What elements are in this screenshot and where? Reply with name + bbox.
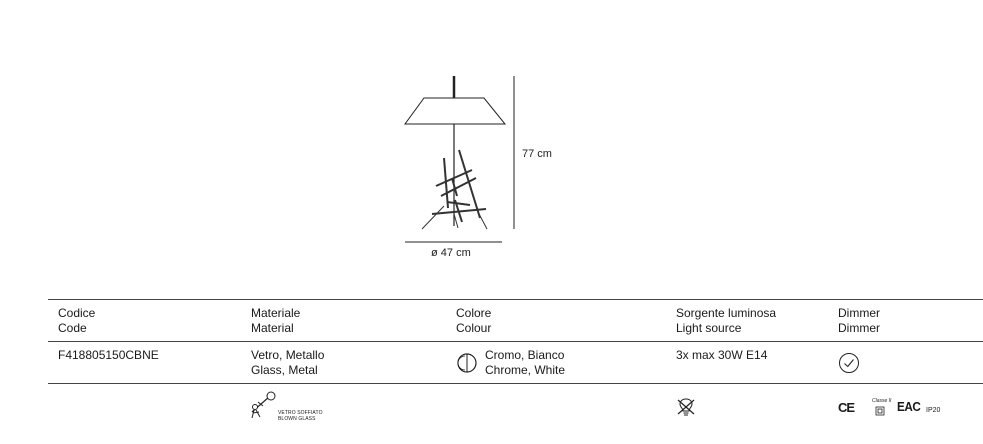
class-ii-label: Classe II xyxy=(872,398,892,404)
table-row-rule xyxy=(48,383,983,384)
table-header-rule xyxy=(48,341,983,342)
lamp-drawing xyxy=(404,76,515,243)
lamp-shade xyxy=(404,97,507,125)
lamp-legs xyxy=(421,205,488,230)
cell-light-source: 3x max 30W E14 xyxy=(676,348,768,362)
blown-glass-label: VETRO SOFFIATO BLOWN GLASS xyxy=(278,410,323,422)
blown-glass-icon xyxy=(251,391,276,419)
ce-mark-icon: CE xyxy=(838,400,855,415)
ip-rating: IP20 xyxy=(926,407,941,414)
eac-mark-icon: EAC xyxy=(897,399,921,414)
class-ii-icon xyxy=(875,406,885,416)
height-label: 77 cm xyxy=(522,148,552,160)
no-bulb-icon xyxy=(677,398,695,416)
table-top-rule xyxy=(48,299,983,300)
color-swatch-icon xyxy=(457,353,477,373)
diameter-label: ø 47 cm xyxy=(431,247,471,259)
dimmer-check-icon xyxy=(839,353,859,373)
cell-code: F418805150CBNE xyxy=(58,348,159,362)
lamp-base-rods xyxy=(431,149,487,223)
